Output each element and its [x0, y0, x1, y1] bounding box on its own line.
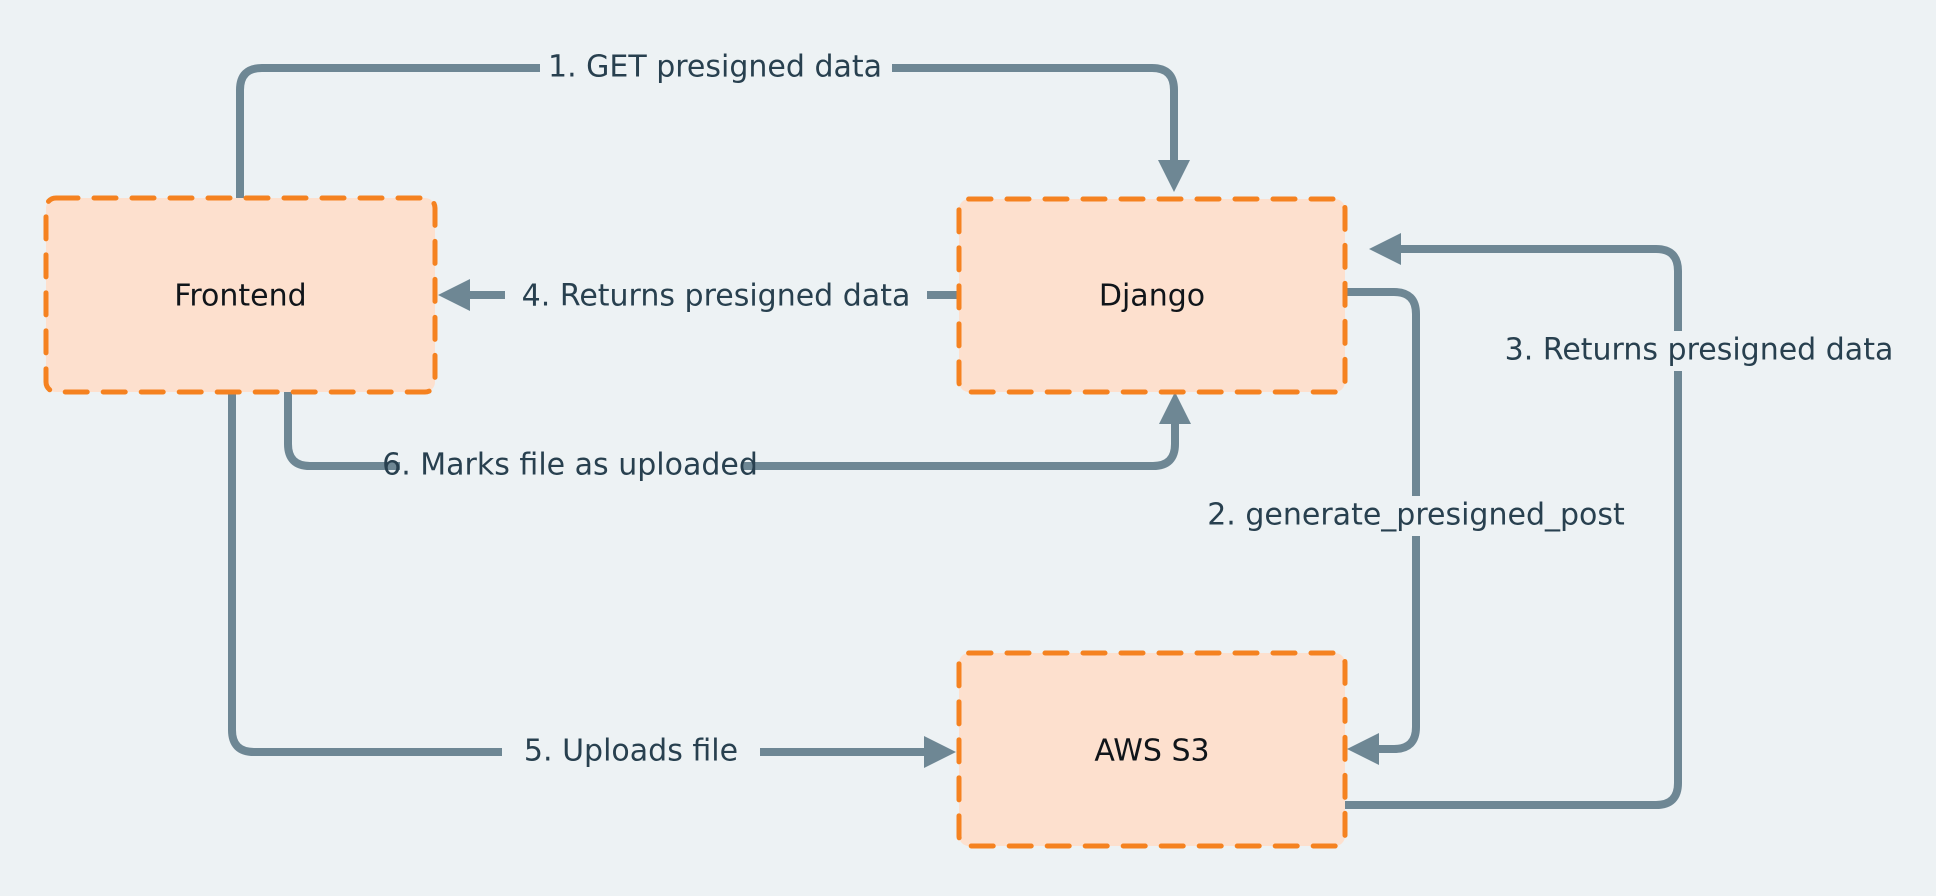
edge-1-label: 1. GET presigned data	[548, 50, 882, 85]
node-frontend-label: Frontend	[174, 279, 306, 314]
edge-2-generate-presigned-post: 2. generate_presigned_post	[1196, 288, 1636, 765]
edge-5-arrowhead	[924, 736, 956, 768]
edge-6-marks-file-as-uploaded: 6. Marks file as uploaded	[284, 388, 1191, 486]
edge-4-label-backdrop	[505, 276, 927, 316]
node-aws-s3-box[interactable]	[956, 650, 1348, 849]
node-django[interactable]: Django	[956, 196, 1348, 395]
edge-1-get-presigned-data: 1. GET presigned data	[236, 48, 1190, 202]
edge-4-returns-presigned-data: 4. Returns presigned data	[438, 276, 963, 316]
node-django-box[interactable]	[956, 196, 1348, 395]
edge-6-label: 6. Marks file as uploaded	[382, 448, 758, 483]
edge-5-label-backdrop	[502, 732, 760, 772]
node-aws-s3[interactable]: AWS S3	[956, 650, 1348, 849]
edge-3-label: 3. Returns presigned data	[1505, 333, 1894, 368]
node-frontend-box[interactable]	[43, 195, 438, 395]
edge-5-label: 5. Uploads file	[524, 734, 738, 769]
edge-6-label-backdrop	[400, 446, 742, 486]
edge-2-label-backdrop	[1196, 496, 1636, 536]
edge-3-arrowhead	[1369, 233, 1401, 265]
edge-1-label-backdrop	[540, 48, 892, 90]
edge-2-label: 2. generate_presigned_post	[1207, 498, 1625, 533]
node-frontend[interactable]: Frontend	[43, 195, 438, 395]
edge-4-arrowhead	[438, 279, 470, 311]
edge-5-uploads-file: 5. Uploads file	[228, 388, 956, 772]
edge-6-arrowhead	[1159, 392, 1191, 424]
edge-3-path	[1341, 245, 1682, 809]
edge-1-arrowhead	[1158, 160, 1190, 192]
edge-3-label-backdrop	[1480, 331, 1900, 371]
edge-2-arrowhead	[1347, 733, 1379, 765]
edge-5-path	[228, 388, 936, 756]
edge-3-returns-presigned-data: 3. Returns presigned data	[1341, 233, 1900, 809]
edge-4-label: 4. Returns presigned data	[522, 279, 911, 314]
node-django-label: Django	[1099, 279, 1205, 314]
node-aws-s3-label: AWS S3	[1094, 734, 1209, 769]
